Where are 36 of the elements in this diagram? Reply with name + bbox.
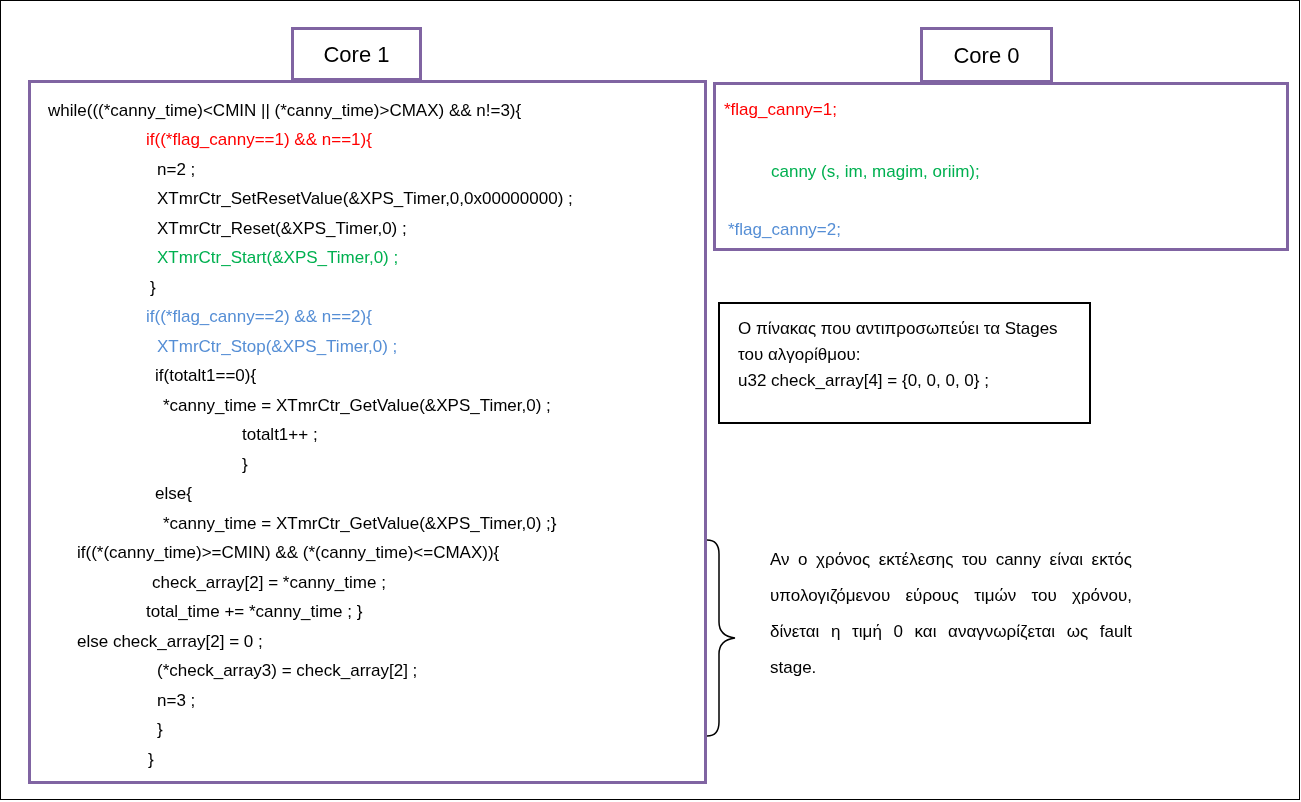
code-line: n=2 ; — [157, 159, 196, 181]
code-line: while(((*canny_time)<CMIN || (*canny_time)>CMAX) && n!=3){ — [48, 100, 522, 122]
code-line: } — [157, 719, 163, 741]
code-line: else check_array[2] = 0 ; — [77, 631, 263, 653]
code-line: totalt1++ ; — [242, 424, 318, 446]
code-line: } — [242, 454, 248, 476]
note-text: u32 check_array[4] = {0, 0, 0, 0} ; — [738, 370, 990, 392]
code-line: (*check_array3) = check_array[2] ; — [157, 660, 418, 682]
code-line: XTmrCtr_SetResetValue(&XPS_Timer,0,0x00000000) ; — [157, 188, 573, 210]
code-line: if((*flag_canny==1) && n==1){ — [146, 129, 372, 151]
note-box — [718, 302, 1091, 424]
code-line: n=3 ; — [157, 690, 196, 712]
code-line: canny (s, im, magim, oriim); — [771, 161, 980, 183]
code-line: check_array[2] = *canny_time ; — [152, 572, 386, 594]
code-line: if((*flag_canny==2) && n==2){ — [146, 306, 372, 328]
code-line: } — [148, 749, 154, 771]
code-panel — [713, 82, 1289, 251]
note-text: Ο πίνακας που αντιπροσωπεύει τα Stages του αλγορίθμου: — [738, 318, 1059, 366]
core-tab — [291, 27, 422, 81]
code-line: if(totalt1==0){ — [155, 365, 257, 387]
core-tab — [920, 27, 1053, 83]
code-line: total_time += *canny_time ; } — [146, 601, 363, 623]
code-line: *flag_canny=2; — [728, 219, 841, 241]
core-label: Core 0 — [953, 41, 1020, 70]
code-line: XTmrCtr_Start(&XPS_Timer,0) ; — [157, 247, 399, 269]
code-line: XTmrCtr_Stop(&XPS_Timer,0) ; — [157, 336, 398, 358]
core-label: Core 1 — [323, 40, 390, 69]
code-line: else{ — [155, 483, 192, 505]
code-line: if((*(canny_time)>=CMIN) && (*(canny_time)<=CMAX)){ — [77, 542, 500, 564]
code-line: *canny_time = XTmrCtr_GetValue(&XPS_Timer,0) ;} — [163, 513, 557, 535]
code-line: } — [150, 277, 156, 299]
code-line: *flag_canny=1; — [724, 99, 837, 121]
annotation-text: Αν ο χρόνος εκτέλεσης του canny είναι εκτός υπολογιζόμενου εύρους τιμών του χρόνου, δίνεται η τιμή 0 και αναγνωρίζεται ως fault stage. — [770, 549, 1132, 679]
code-panel — [28, 80, 707, 784]
code-line: *canny_time = XTmrCtr_GetValue(&XPS_Timer,0) ; — [163, 395, 551, 417]
code-line: XTmrCtr_Reset(&XPS_Timer,0) ; — [157, 218, 407, 240]
